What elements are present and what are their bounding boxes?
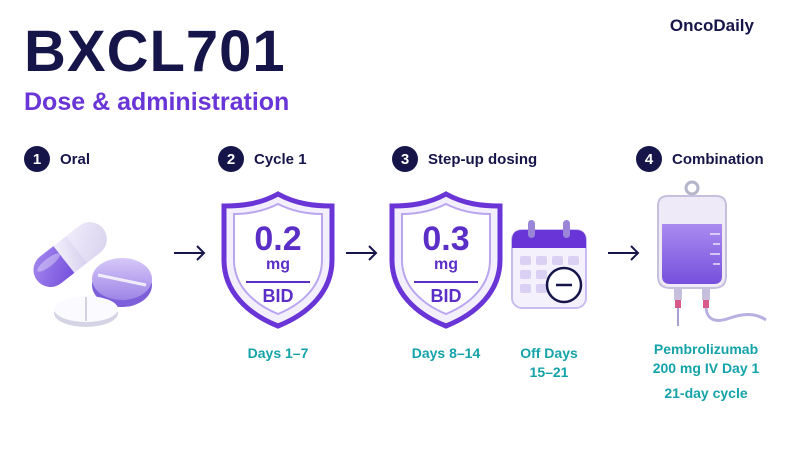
step-number: 2 bbox=[218, 146, 244, 172]
page-title: BXCL701 bbox=[24, 19, 286, 84]
shield-icon bbox=[389, 191, 503, 329]
dose-value: 0.3 bbox=[422, 220, 470, 258]
arrow-right-icon bbox=[174, 245, 206, 261]
dose-unit: mg bbox=[434, 256, 458, 273]
dose-shield-cycle-1: 0.2 mg BID bbox=[218, 190, 338, 330]
step-combination: 4 Combination bbox=[636, 146, 764, 172]
step-cycle-1: 2 Cycle 1 bbox=[218, 146, 307, 172]
dose-unit: mg bbox=[266, 256, 290, 273]
dose-frequency: BID bbox=[262, 286, 294, 306]
off-days-label: Off Days bbox=[520, 345, 578, 361]
arrow-right-icon bbox=[346, 245, 378, 261]
step-label: Oral bbox=[60, 150, 91, 168]
pills-icon bbox=[33, 222, 152, 327]
step-number: 1 bbox=[24, 146, 50, 172]
brand-logo: OncoDaily bbox=[669, 16, 754, 35]
off-days-range: 15–21 bbox=[529, 364, 569, 380]
step-label: Cycle 1 bbox=[254, 150, 307, 168]
dose-shield-step-up: 0.3 mg BID bbox=[386, 190, 506, 330]
arrow-right-icon bbox=[608, 245, 640, 261]
step-label: Step-up dosing bbox=[428, 150, 538, 168]
dose-days-caption: Days 1–7 bbox=[247, 345, 309, 361]
step-number: 3 bbox=[392, 146, 418, 172]
iv-bag-icon bbox=[657, 180, 767, 326]
shield-icon bbox=[221, 191, 335, 329]
off-days-caption: Off Days 15–21 bbox=[504, 344, 594, 382]
combination-cycle: 21-day cycle bbox=[664, 385, 748, 401]
step-oral: 1 Oral bbox=[24, 146, 90, 172]
dose-value: 0.2 bbox=[254, 220, 302, 258]
combination-drug: Pembrolizumab bbox=[653, 341, 759, 357]
step-step-up-dosing: 3 Step-up dosing bbox=[392, 146, 537, 172]
dose-days-caption: Days 8–14 bbox=[411, 345, 481, 361]
calendar-icon bbox=[511, 220, 587, 309]
combination-regimen: 200 mg IV Day 1 bbox=[652, 360, 760, 376]
dose-frequency: BID bbox=[430, 286, 462, 306]
page-subtitle: Dose & administration bbox=[24, 88, 290, 116]
step-label: Combination bbox=[672, 150, 764, 168]
combination-caption: Pembrolizumab 200 mg IV Day 1 21-day cyc… bbox=[636, 340, 776, 403]
step-number: 4 bbox=[636, 146, 662, 172]
